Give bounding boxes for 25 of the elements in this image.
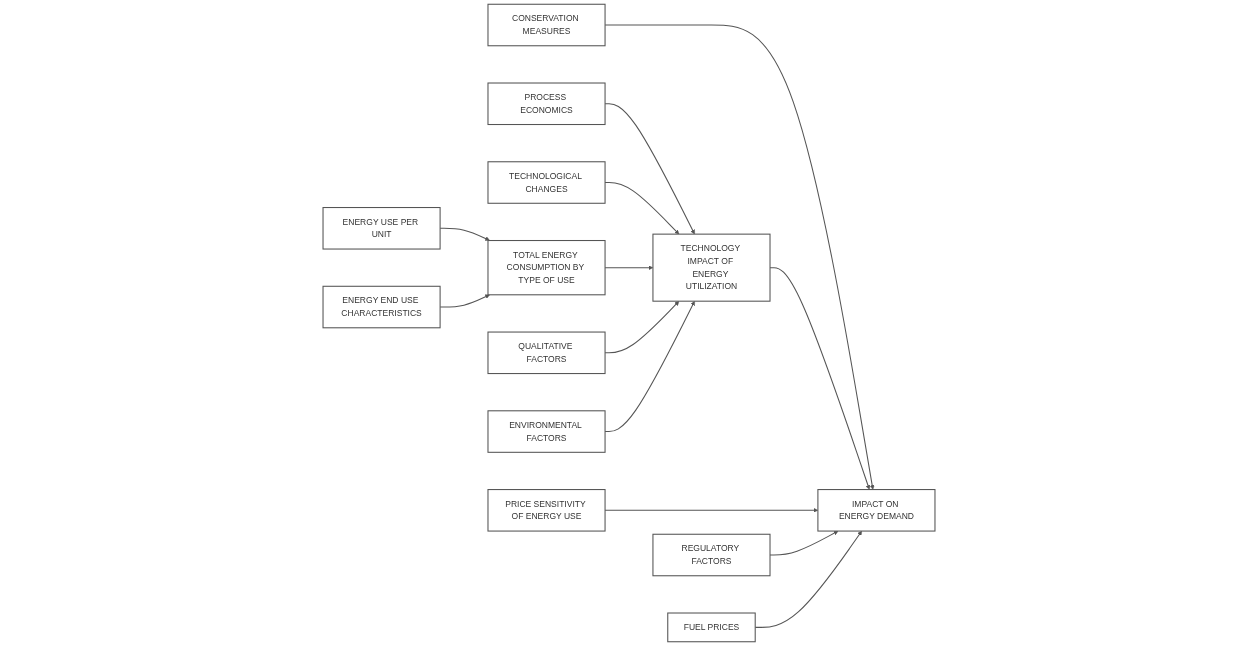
- arrow: [754, 530, 862, 628]
- node-box: IMPACT ON ENERGY DEMAND: [816, 489, 935, 532]
- arrow: [604, 300, 695, 433]
- node-box: PRICE SENSITIVITY OF ENERGY USE: [486, 489, 606, 532]
- node-box: CONSERVATION MEASURES: [486, 3, 606, 47]
- node-box: TECHNOLOGICAL CHANGES: [486, 161, 606, 204]
- arrow: [769, 530, 838, 556]
- node-box: ENERGY END USE CHARACTERISTICS: [322, 285, 441, 329]
- arrow: [604, 300, 679, 354]
- arrow: [604, 24, 874, 490]
- node-box: TOTAL ENERGY CONSUMPTION BY TYPE OF USE: [486, 240, 606, 296]
- node-box: ENVIRONMENTAL FACTORS: [486, 410, 606, 453]
- node-box: QUALITATIVE FACTORS: [486, 331, 606, 375]
- arrow: [604, 182, 679, 235]
- arrow: [604, 265, 653, 270]
- node-box: PROCESS ECONOMICS: [486, 82, 606, 126]
- node-box: ENERGY USE PER UNIT: [322, 207, 441, 250]
- arrow: [604, 507, 818, 513]
- node-box: TECHNOLOGY IMPACT OF ENERGY UTILIZATION: [651, 233, 771, 302]
- arrow: [439, 227, 490, 241]
- node-box: REGULATORY FACTORS: [651, 533, 771, 577]
- arrow: [604, 103, 695, 235]
- node-box: FUEL PRICES: [666, 612, 756, 643]
- arrow: [769, 267, 870, 490]
- arrow: [439, 294, 490, 308]
